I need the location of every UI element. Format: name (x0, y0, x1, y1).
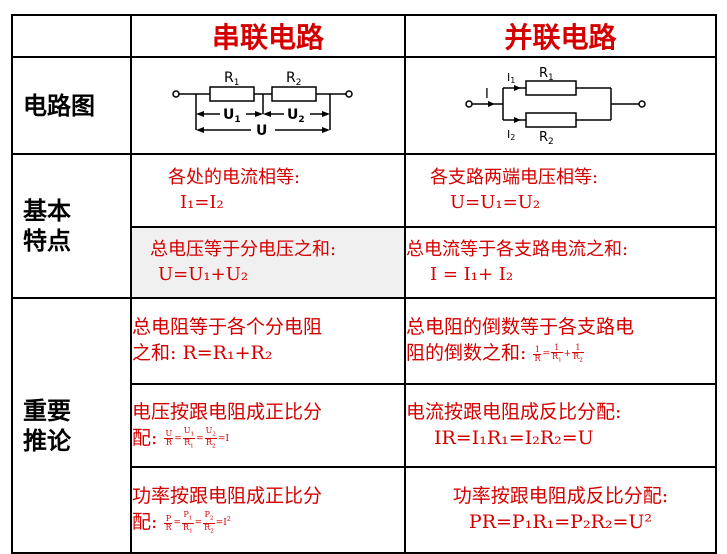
series-resistance-equation: 之和: R=R₁+R₂ (132, 342, 273, 364)
series-current-equation: I₁=I₂ (180, 191, 224, 213)
resistor-r1 (524, 79, 577, 96)
series-title: 串联电路 (130, 14, 406, 58)
svg-text:I2: I2 (507, 128, 515, 142)
svg-text:R2: R2 (286, 70, 301, 88)
row-label-basic-line1: 基本 (23, 197, 71, 225)
svg-text:U1: U1 (223, 107, 241, 125)
series-circuit-diagram: R1 R2 U1 U2 U (172, 70, 353, 139)
row-label-basic: 基本 特点 (11, 153, 132, 299)
series-voltage-ratio-text2: 配: (132, 426, 158, 449)
parallel-current-cell: 总电流等于各支路电流之和: I = I₁+ I₂ (404, 226, 717, 299)
row-label-inference-line2: 推论 (23, 426, 71, 455)
row-label-diagram: 电路图 (11, 56, 132, 155)
series-resistance-cell: 总电阻等于各个分电阻 之和: R=R₁+R₂ (130, 297, 406, 385)
svg-text:I1: I1 (507, 71, 515, 85)
parallel-diagram-cell: I I1 R1 I2 R2 (404, 56, 717, 155)
parallel-current-ratio-cell: 电流按跟电阻成反比分配: IR=I₁R₁=I₂R₂=U (404, 383, 717, 468)
parallel-current-text: 总电流等于各支路电流之和: (406, 239, 629, 261)
parallel-current-equation: I = I₁+ I₂ (430, 263, 514, 285)
parallel-power-ratio-cell: 功率按跟电阻成反比分配: PR=P₁R₁=P₂R₂=U² (404, 466, 717, 554)
terminal-left (172, 89, 180, 98)
row-label-inference: 重要 推论 (11, 297, 132, 554)
svg-text:U: U (256, 123, 267, 139)
parallel-current-ratio-equation: IR=I₁R₁=I₂R₂=U (434, 426, 594, 449)
svg-text:R2: R2 (539, 130, 554, 144)
svg-text:R1: R1 (539, 66, 554, 83)
basic-row-1: 基本 特点 各处的电流相等: I₁=I₂ 各支路两端电压相等: U=U₁=U₂ (11, 153, 717, 299)
series-current-cell: 各处的电流相等: I₁=I₂ (130, 153, 406, 228)
header-row: 串联电路 并联电路 (11, 14, 717, 58)
resistor-r2 (271, 85, 317, 102)
parallel-resistance-text2: 阻的倒数之和: (406, 342, 527, 364)
parallel-power-ratio-equation: PR=P₁R₁=P₂R₂=U² (468, 511, 653, 533)
corner-cell (11, 14, 132, 58)
series-power-ratio-text2: 配: (132, 511, 158, 533)
series-current-text: 各处的电流相等: (168, 167, 301, 189)
parallel-resistance-text: 总电阻的倒数等于各支路电 (406, 316, 635, 339)
resistor-r2 (524, 111, 577, 128)
row-label-basic-line2: 特点 (23, 227, 71, 255)
series-voltage-cell: 总电压等于分电压之和: U=U₁+U₂ (130, 226, 406, 299)
series-voltage-equation: U=U₁+U₂ (158, 263, 249, 285)
svg-text:I: I (485, 87, 489, 102)
parallel-voltage-text: 各支路两端电压相等: (430, 167, 599, 189)
parallel-power-ratio-text: 功率按跟电阻成反比分配: (452, 485, 669, 508)
terminal-left (464, 99, 473, 108)
row-label-inference-line1: 重要 (23, 396, 71, 425)
svg-text:U2: U2 (287, 107, 305, 125)
parallel-title: 并联电路 (404, 14, 717, 58)
parallel-current-ratio-text: 电流按跟电阻成反比分配: (406, 400, 622, 423)
series-resistance-text: 总电阻等于各个分电阻 (132, 316, 323, 339)
svg-text:R1: R1 (224, 70, 239, 88)
series-diagram-cell: R1 R2 U1 U2 U (130, 56, 406, 155)
resistor-r1 (209, 85, 255, 102)
inference-row-1: 重要 推论 总电阻等于各个分电阻 之和: R=R₁+R₂ 总电阻的倒数等于各支路… (11, 297, 717, 554)
series-voltage-ratio-text: 电压按跟电阻成正比分 (132, 400, 323, 423)
parallel-circuit-diagram: I I1 R1 I2 R2 (464, 66, 646, 147)
terminal-right (345, 89, 353, 98)
parallel-voltage-cell: 各支路两端电压相等: U=U₁=U₂ (404, 153, 717, 228)
terminal-right (637, 99, 646, 108)
diagram-row: 电路图 (11, 56, 717, 155)
comparison-table: 串联电路 并联电路 电路图 (11, 14, 717, 554)
series-power-ratio-text: 功率按跟电阻成正比分 (132, 485, 323, 508)
series-voltage-text: 总电压等于分电压之和: (150, 239, 337, 261)
parallel-voltage-equation: U=U₁=U₂ (450, 191, 541, 213)
basic-row-2: 总电压等于分电压之和: U=U₁+U₂ 总电流等于各支路电流之和: I = I₁… (12, 226, 717, 299)
